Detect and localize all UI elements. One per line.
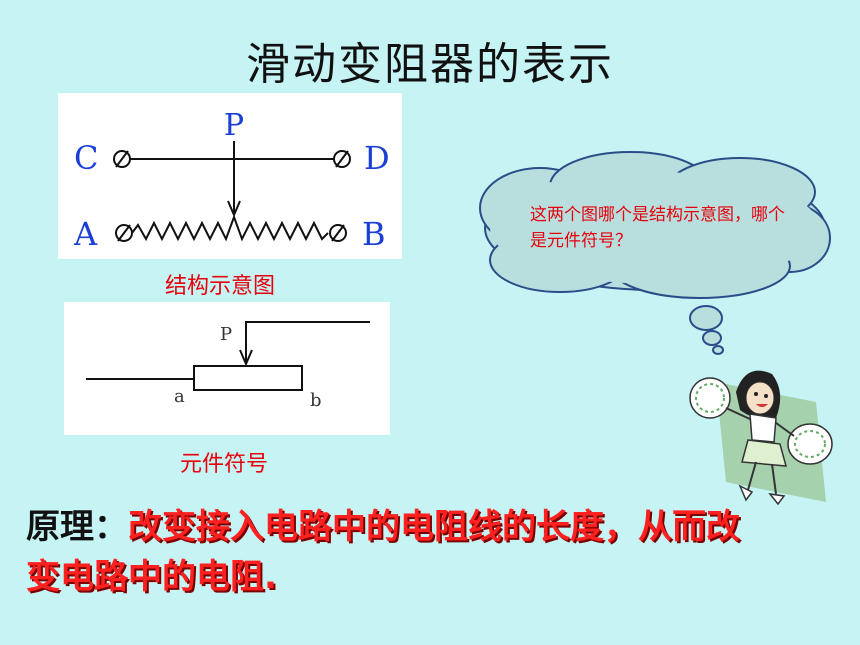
- thought-bubble: [479, 151, 831, 355]
- thought-bubble-text: 这两个图哪个是结构示意图，哪个是元件符号？: [530, 205, 785, 251]
- structure-caption: 结构示意图: [165, 274, 276, 299]
- symbol-label-a: a: [174, 386, 185, 407]
- symbol-label-p: P: [220, 324, 232, 345]
- symbol-label-b: b: [310, 390, 322, 411]
- slider-lead: [245, 321, 370, 362]
- structure-diagram: P C D A B: [73, 108, 390, 253]
- structure-diagram-panel: P C D A B: [58, 93, 402, 259]
- principle-text: 改变接入电路中的电阻线的长度，从而改变电路中的电阻.: [26, 507, 740, 597]
- principle-label: 原理：: [26, 507, 128, 547]
- terminal-c: [113, 150, 131, 168]
- terminal-a: [115, 224, 133, 242]
- label-d: D: [364, 139, 390, 177]
- terminal-d: [333, 150, 351, 168]
- symbol-diagram: P a b: [86, 321, 370, 411]
- resistor-box: [193, 365, 303, 391]
- label-p: P: [224, 108, 244, 143]
- resistance-wire: [131, 214, 329, 242]
- page-title: 滑动变阻器的表示: [246, 39, 614, 90]
- label-b: B: [362, 215, 386, 253]
- principle-statement: 原理：改变接入电路中的电阻线的长度，从而改变电路中的电阻.: [26, 502, 746, 602]
- slider-arrow-symbol: [239, 349, 253, 367]
- symbol-diagram-panel: P a b: [64, 302, 390, 435]
- label-a: A: [73, 215, 98, 253]
- symbol-caption: 元件符号: [180, 452, 269, 477]
- label-c: C: [74, 139, 98, 177]
- cheerleader-illustration: [689, 370, 833, 506]
- terminal-b: [329, 224, 347, 242]
